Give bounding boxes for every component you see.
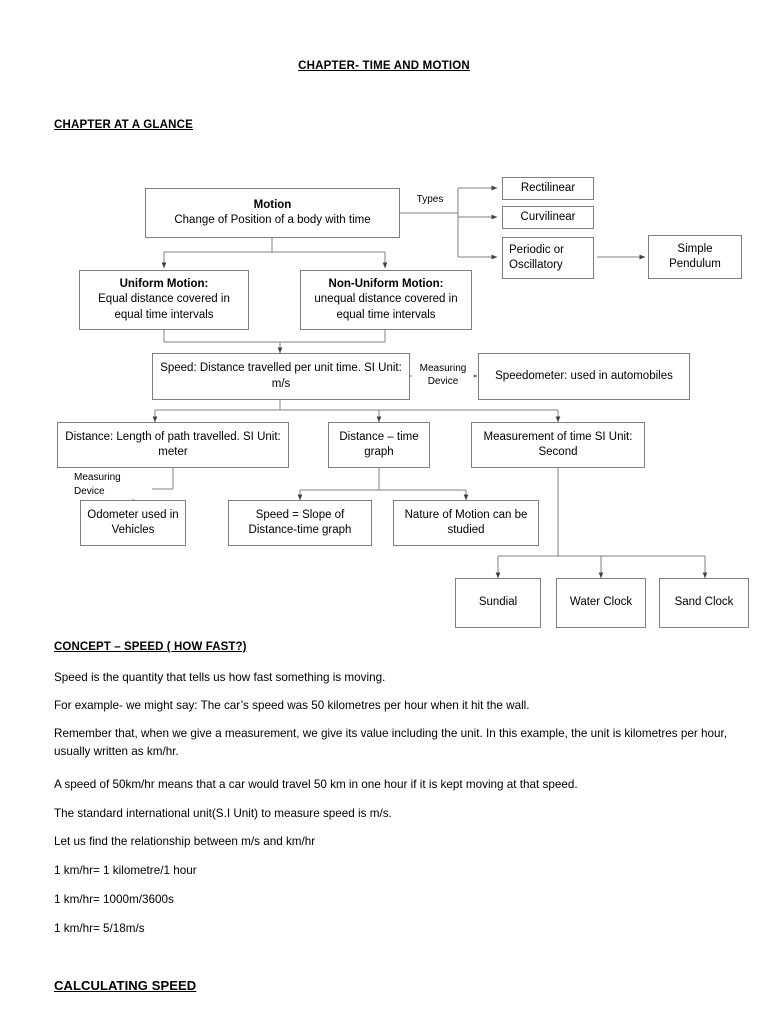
paragraph-1: Speed is the quantity that tells us how … — [54, 671, 386, 684]
node-curvilinear[interactable]: Curvilinear — [502, 206, 594, 229]
chapter-at-a-glance-heading: CHAPTER AT A GLANCE — [54, 119, 194, 131]
node-measurement-of-time-label: Measurement of time SI Unit: Second — [483, 430, 633, 458]
node-sand-clock-label: Sand Clock — [674, 596, 734, 609]
page-title: CHAPTER- TIME AND MOTION — [0, 60, 768, 72]
node-sundial[interactable]: Sundial — [455, 578, 541, 628]
node-sand-clock[interactable]: Sand Clock — [659, 578, 749, 628]
paragraph-5: The standard international unit(S.I Unit… — [54, 807, 392, 820]
node-non-uniform-motion[interactable]: Non-Uniform Motion: unequal distance cov… — [300, 270, 472, 330]
node-distance[interactable]: Distance: Length of path travelled. SI U… — [57, 422, 289, 468]
node-uniform-motion[interactable]: Uniform Motion: Equal distance covered i… — [79, 270, 249, 330]
node-non-uniform-motion-desc: unequal distance covered in equal time i… — [314, 293, 458, 321]
node-motion-desc: Change of Position of a body with time — [174, 214, 371, 226]
node-water-clock[interactable]: Water Clock — [556, 578, 646, 628]
node-non-uniform-motion-title: Non-Uniform Motion: — [328, 278, 444, 291]
node-distance-time-graph[interactable]: Distance – time graph — [328, 422, 430, 468]
formula-line-2: 1 km/hr= 1000m/3600s — [54, 893, 174, 906]
paragraph-3: Remember that, when we give a measuremen… — [54, 727, 728, 759]
page-title-text: CHAPTER- TIME AND MOTION — [298, 60, 470, 72]
node-curvilinear-label: Curvilinear — [520, 210, 576, 223]
node-water-clock-label: Water Clock — [569, 596, 633, 609]
node-speedometer[interactable]: Speedometer: used in automobiles — [478, 353, 690, 400]
edge-label-measuring-device-odometer: Measuring Device — [74, 471, 152, 499]
node-rectilinear[interactable]: Rectilinear — [502, 177, 594, 200]
node-periodic-oscillatory[interactable]: Periodic or Oscillatory — [502, 237, 594, 279]
node-simple-pendulum-label: Simple Pendulum — [669, 242, 721, 270]
edge-label-types: Types — [410, 194, 450, 207]
node-uniform-motion-title: Uniform Motion: — [119, 278, 209, 291]
node-uniform-motion-desc: Equal distance covered in equal time int… — [98, 293, 230, 321]
node-speed-label: Speed: Distance travelled per unit time.… — [160, 362, 402, 390]
node-nature-of-motion-label: Nature of Motion can be studied — [404, 508, 528, 536]
node-motion[interactable]: Motion Change of Position of a body with… — [145, 188, 400, 238]
node-distance-time-graph-label: Distance – time graph — [339, 430, 419, 458]
node-speed-slope-label: Speed = Slope of Distance-time graph — [248, 508, 352, 536]
node-nature-of-motion[interactable]: Nature of Motion can be studied — [393, 500, 539, 546]
edge-label-measuring-device-speedometer: Measuring Device — [412, 363, 474, 388]
node-speed[interactable]: Speed: Distance travelled per unit time.… — [152, 353, 410, 400]
paragraph-4: A speed of 50km/hr means that a car woul… — [54, 778, 578, 791]
node-periodic-oscillatory-label: Periodic or Oscillatory — [509, 243, 564, 271]
paragraph-6: Let us find the relationship between m/s… — [54, 835, 316, 848]
node-measurement-of-time[interactable]: Measurement of time SI Unit: Second — [471, 422, 645, 468]
node-motion-title: Motion — [253, 198, 292, 211]
node-simple-pendulum[interactable]: Simple Pendulum — [648, 235, 742, 279]
node-odometer[interactable]: Odometer used in Vehicles — [80, 500, 186, 546]
calculating-speed-heading: CALCULATING SPEED — [54, 978, 197, 993]
node-distance-label: Distance: Length of path travelled. SI U… — [65, 430, 281, 458]
node-rectilinear-label: Rectilinear — [520, 181, 576, 194]
concept-speed-heading: CONCEPT – SPEED ( HOW FAST?) — [54, 641, 247, 653]
flowchart: Motion Change of Position of a body with… — [57, 177, 749, 628]
node-odometer-label: Odometer used in Vehicles — [87, 508, 179, 536]
node-sundial-label: Sundial — [478, 596, 518, 609]
formula-line-1: 1 km/hr= 1 kilometre/1 hour — [54, 864, 197, 877]
node-speedometer-label: Speedometer: used in automobiles — [495, 369, 673, 382]
node-speed-slope[interactable]: Speed = Slope of Distance-time graph — [228, 500, 372, 546]
formula-line-3: 1 km/hr= 5/18m/s — [54, 922, 145, 935]
paragraph-2: For example- we might say: The car’s spe… — [54, 699, 530, 712]
